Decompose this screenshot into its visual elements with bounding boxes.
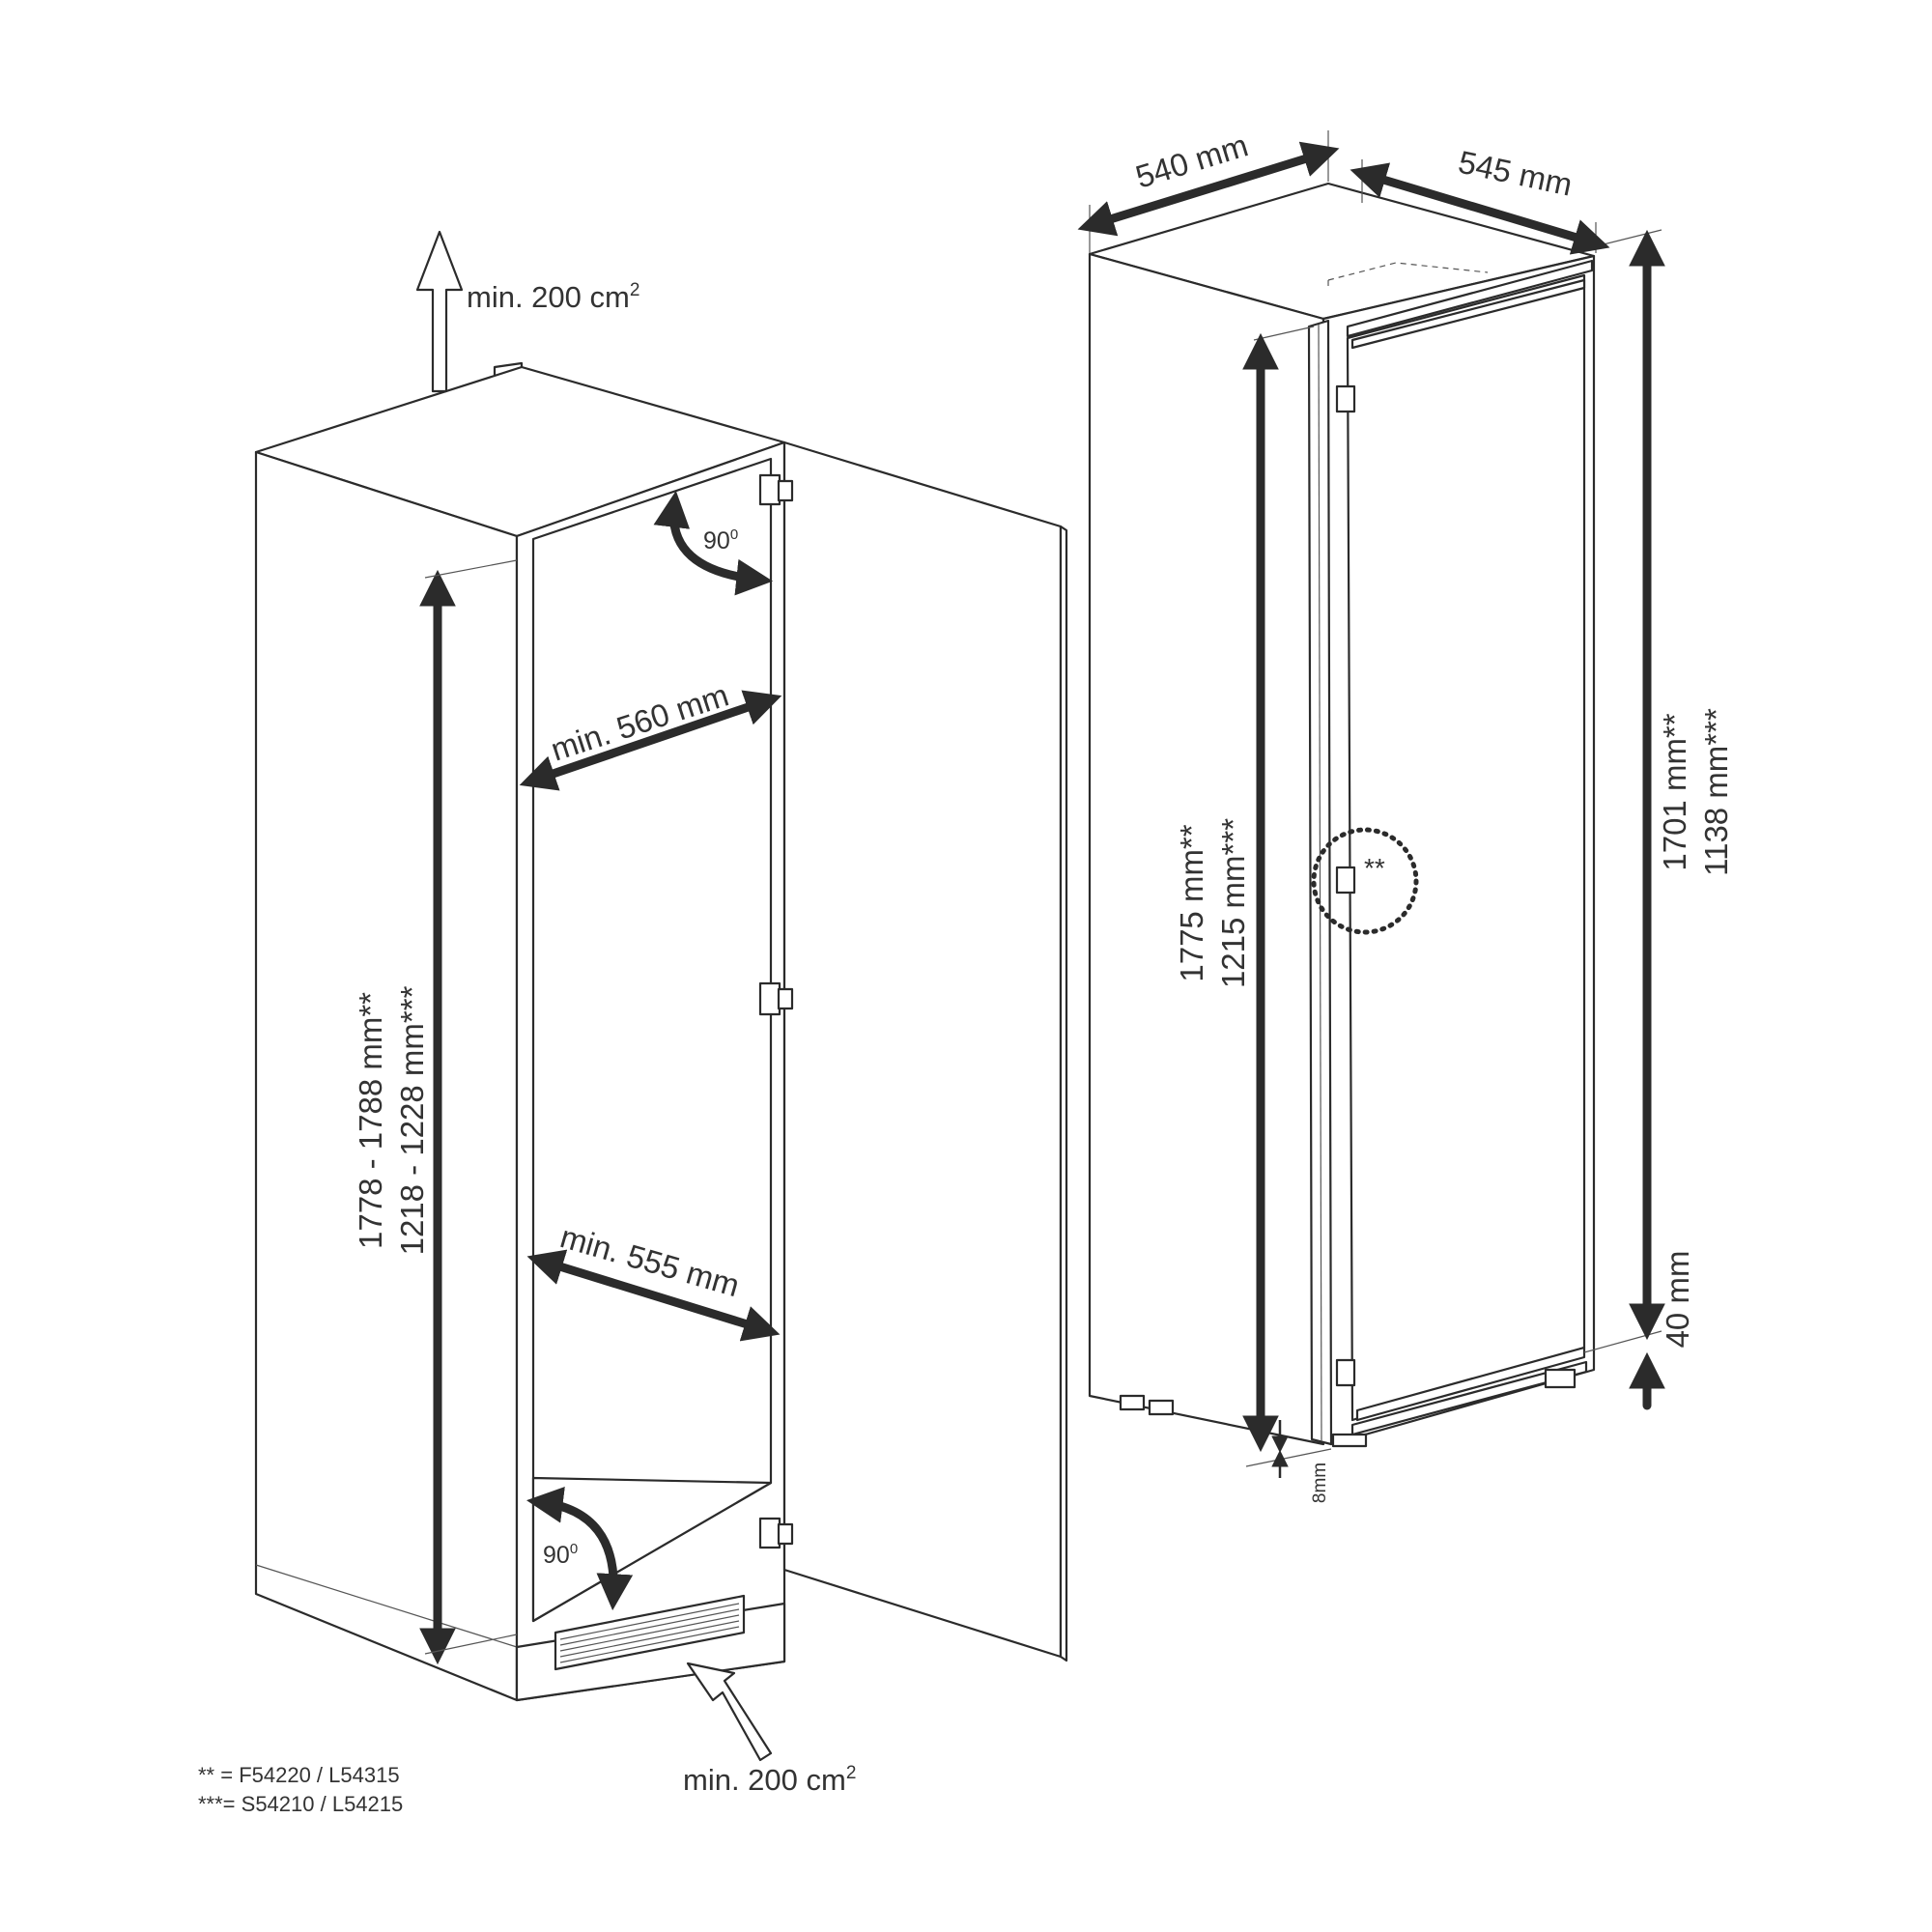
gap-label: 8mm	[1310, 1463, 1330, 1503]
angle-arrow-top	[653, 490, 774, 596]
legend-line-1: ** = F54220 / L54315	[198, 1763, 400, 1787]
depth-arrow	[1350, 162, 1610, 255]
width-arrow-top	[519, 690, 782, 791]
width-arrow	[1077, 141, 1340, 237]
angle-bottom-label: 900	[543, 1541, 578, 1569]
depth-label: 545 mm	[1456, 144, 1576, 203]
height-label-2: 1218 - 1228 mm***	[394, 985, 430, 1255]
appliance-drawing	[1088, 182, 1596, 1448]
height-label-2: 1215 mm***	[1215, 818, 1251, 988]
angle-top-label: 900	[703, 526, 738, 554]
vent-grille	[554, 1594, 746, 1671]
door-height-label-2: 1138 mm***	[1698, 708, 1734, 876]
hinge-middle	[758, 981, 794, 1016]
height-label-1: 1775 mm**	[1174, 824, 1209, 981]
width-arrow-bottom	[526, 1249, 781, 1342]
hinge-bottom	[758, 1517, 794, 1549]
legend-line-2: ***= S54210 / L54215	[198, 1792, 403, 1816]
vent-up-arrow	[415, 230, 464, 393]
vent-bottom-label: min. 200 cm2	[683, 1763, 856, 1797]
vent-top-label: min. 200 cm2	[467, 280, 639, 314]
door-height-label-1: 1701 mm**	[1657, 713, 1692, 870]
vent-in-arrow	[686, 1662, 773, 1762]
hinge-detail-circle	[1311, 827, 1419, 935]
hinge-mark: **	[1364, 853, 1385, 883]
angle-arrow-bottom	[526, 1487, 634, 1611]
height-label-1: 1778 - 1788 mm**	[353, 992, 388, 1249]
base-label: 40 mm	[1660, 1251, 1695, 1349]
